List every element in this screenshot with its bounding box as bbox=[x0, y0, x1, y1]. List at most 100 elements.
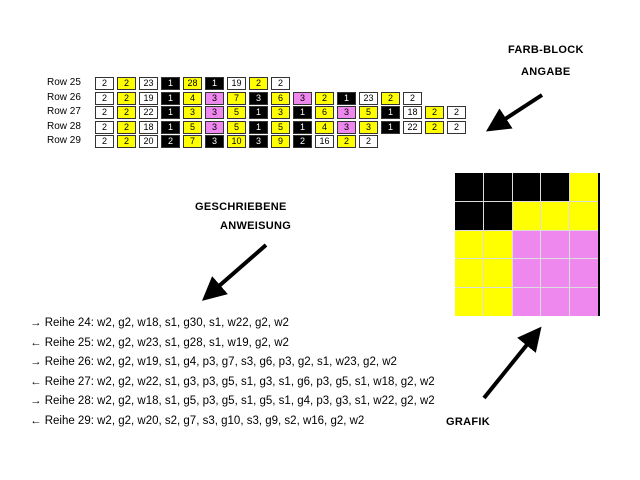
color-cell: 2 bbox=[425, 120, 444, 134]
color-cell: 1 bbox=[205, 77, 224, 90]
color-cell: 2 bbox=[95, 120, 114, 134]
color-cell: 5 bbox=[227, 120, 246, 134]
color-cell: 2 bbox=[117, 91, 136, 105]
color-cell: 2 bbox=[117, 135, 136, 148]
color-cell: 2 bbox=[359, 135, 378, 148]
color-cell: 3 bbox=[293, 91, 312, 105]
color-cell: 2 bbox=[95, 77, 114, 90]
color-cell: 20 bbox=[139, 135, 158, 148]
color-cell: 2 bbox=[95, 135, 114, 148]
color-cell: 1 bbox=[381, 106, 400, 119]
arrow-icon bbox=[485, 93, 544, 132]
row-label: Row 29 bbox=[47, 135, 81, 146]
color-cell: 2 bbox=[293, 135, 312, 148]
instruction-line: → Reihe 28: w2, g2, w18, s1, g5, p3, g5,… bbox=[30, 395, 435, 408]
color-cell: 2 bbox=[161, 135, 180, 148]
color-cell: 18 bbox=[403, 106, 422, 119]
instruction-line: → Reihe 24: w2, g2, w18, s1, g30, s1, w2… bbox=[30, 317, 289, 329]
color-cell: 3 bbox=[359, 120, 378, 134]
color-cell: 1 bbox=[161, 106, 180, 119]
color-cell: 18 bbox=[139, 120, 158, 134]
color-cell: 3 bbox=[205, 106, 224, 119]
color-cell: 2 bbox=[403, 91, 422, 105]
grid-cell bbox=[483, 230, 512, 259]
color-cell: 2 bbox=[117, 120, 136, 134]
color-cell: 2 bbox=[447, 106, 466, 119]
color-cell: 1 bbox=[249, 106, 268, 119]
grid-cell bbox=[455, 201, 483, 230]
grid-cell bbox=[455, 230, 483, 259]
color-cell: 6 bbox=[271, 91, 290, 105]
color-cell: 3 bbox=[337, 106, 356, 119]
color-cell: 9 bbox=[271, 135, 290, 148]
anweisung-label: ANWEISUNG bbox=[220, 220, 292, 232]
color-cell: 1 bbox=[161, 91, 180, 105]
color-cell: 22 bbox=[139, 106, 158, 119]
color-cell: 2 bbox=[249, 77, 268, 90]
geschriebene-label: GESCHRIEBENE bbox=[195, 201, 287, 213]
farb-block-label: FARB-BLOCK bbox=[508, 44, 584, 56]
color-cell: 2 bbox=[95, 91, 114, 105]
color-cell: 3 bbox=[205, 135, 224, 148]
color-cell: 2 bbox=[117, 77, 136, 90]
color-cell: 3 bbox=[337, 120, 356, 134]
color-cell: 2 bbox=[95, 106, 114, 119]
color-cell: 3 bbox=[205, 91, 224, 105]
color-cell: 4 bbox=[183, 91, 202, 105]
color-cell: 2 bbox=[117, 106, 136, 119]
color-cell: 3 bbox=[183, 106, 202, 119]
color-cell: 1 bbox=[293, 106, 312, 119]
instruction-line: ← Reihe 27: w2, g2, w22, s1, g3, p3, g5,… bbox=[30, 375, 435, 388]
color-cell: 3 bbox=[249, 135, 268, 148]
grid-cell bbox=[455, 173, 483, 201]
grid-cell bbox=[570, 230, 598, 259]
color-cell: 28 bbox=[183, 77, 202, 90]
color-cell: 2 bbox=[447, 120, 466, 134]
color-cell: 23 bbox=[359, 91, 378, 105]
color-cell: 2 bbox=[337, 135, 356, 148]
row-label: Row 26 bbox=[47, 91, 81, 103]
color-cell: 1 bbox=[381, 120, 400, 134]
color-cell: 19 bbox=[227, 77, 246, 90]
grid-cell bbox=[512, 173, 541, 201]
grid-cell bbox=[541, 259, 570, 288]
color-cell: 3 bbox=[205, 120, 224, 134]
row-label: Row 28 bbox=[47, 120, 81, 132]
grid-cell bbox=[483, 173, 512, 201]
color-cell: 2 bbox=[381, 91, 400, 105]
color-cell: 23 bbox=[139, 77, 158, 90]
instruction-line: ← Reihe 29: w2, g2, w20, s2, g7, s3, g10… bbox=[30, 415, 365, 427]
row-label: Row 25 bbox=[47, 77, 81, 88]
color-cell: 7 bbox=[183, 135, 202, 148]
color-cell: 5 bbox=[183, 120, 202, 134]
grid-cell bbox=[512, 201, 541, 230]
grafik-grid bbox=[455, 173, 600, 316]
grid-cell bbox=[541, 230, 570, 259]
color-cell: 4 bbox=[315, 120, 334, 134]
color-cell: 1 bbox=[249, 120, 268, 134]
color-cell: 1 bbox=[161, 120, 180, 134]
color-cell: 7 bbox=[227, 91, 246, 105]
grid-cell bbox=[512, 288, 541, 316]
grafik-label: GRAFIK bbox=[446, 416, 490, 428]
grid-cell bbox=[455, 259, 483, 288]
grid-cell bbox=[483, 259, 512, 288]
grid-cell bbox=[541, 173, 570, 201]
color-cell: 1 bbox=[293, 120, 312, 134]
color-cell: 2 bbox=[271, 77, 290, 90]
grid-cell bbox=[541, 201, 570, 230]
color-cell: 5 bbox=[271, 120, 290, 134]
color-cell: 3 bbox=[271, 106, 290, 119]
grid-cell bbox=[455, 288, 483, 316]
grid-cell bbox=[570, 173, 598, 201]
color-cell: 16 bbox=[315, 135, 334, 148]
color-cell: 10 bbox=[227, 135, 246, 148]
grid-cell bbox=[512, 230, 541, 259]
color-cell: 19 bbox=[139, 91, 158, 105]
grid-cell bbox=[570, 288, 598, 316]
